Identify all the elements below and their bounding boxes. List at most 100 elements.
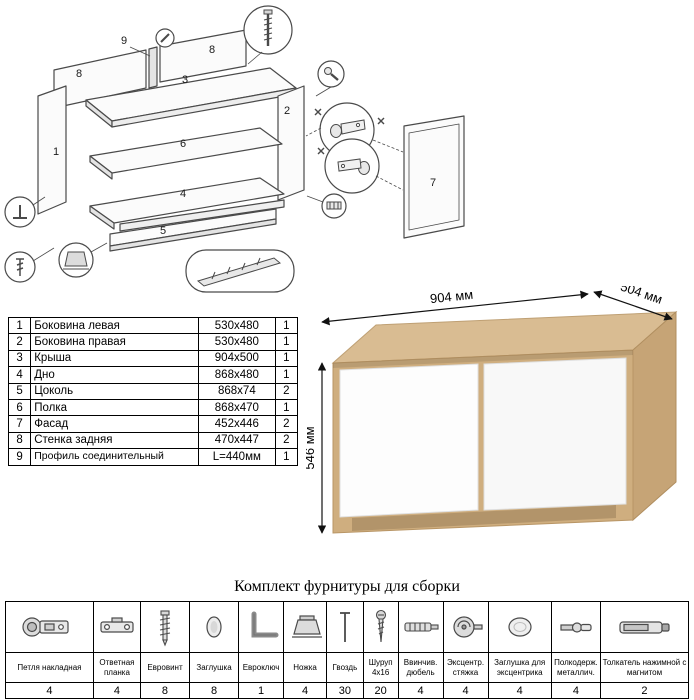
- dowel-icon: [403, 622, 439, 632]
- part-number-cell: 3: [7, 349, 32, 368]
- part-label-8a: 8: [76, 68, 82, 80]
- shelf-pin-icon: [560, 622, 592, 633]
- part-qty-cell: 1: [274, 398, 299, 417]
- hardware-icon-cell: [189, 601, 240, 653]
- hardware-icon-cell: [139, 601, 191, 653]
- parts-table: 1 Боковина левая 530x480 1 2 Боковина пр…: [7, 316, 299, 466]
- hardware-icon-cell: [442, 601, 489, 653]
- depth-dimension-arrow: [593, 290, 673, 321]
- facade-panel: [403, 115, 465, 239]
- hardware-qty-cell: 1: [238, 682, 285, 699]
- right-side-panel: [277, 85, 305, 201]
- part-name-cell: Боковина левая: [30, 316, 199, 335]
- table-row: 9 Профиль соединительный L=440мм 1: [7, 448, 299, 466]
- push-latch-icon: [619, 621, 671, 634]
- back-panel-right: [159, 29, 247, 83]
- part-label-5: 5: [160, 225, 166, 237]
- part-size-cell: 530x480: [197, 333, 276, 351]
- part-number-cell: 8: [7, 431, 32, 450]
- part-number-cell: 1: [7, 316, 32, 335]
- part-qty-cell: 1: [274, 366, 299, 384]
- part-size-cell: 868x470: [197, 398, 276, 417]
- cam-lock-icon: [452, 616, 483, 638]
- part-name-cell: Полка: [30, 398, 199, 417]
- profile-bar-glyph: [196, 257, 282, 287]
- hardware-label-cell: Евроключ: [238, 652, 285, 683]
- hardware-kit-title: Комплект фурнитуры для сборки: [234, 578, 460, 595]
- hardware-qty-cell: 20: [362, 682, 399, 699]
- hardware-icon-row: [5, 601, 690, 653]
- part-name-cell: Стенка задняя: [30, 431, 199, 450]
- hardware-icon-cell: [362, 601, 399, 653]
- part-qty-cell: 1: [274, 349, 299, 368]
- hardware-qty-cell: 4: [442, 682, 489, 699]
- hardware-icon-cell: [550, 601, 601, 653]
- nail-icon: [340, 612, 350, 642]
- part-name-cell: Крыша: [30, 349, 199, 368]
- table-row: 7 Фасад 452x446 2: [7, 415, 299, 433]
- hardware-qty-cell: 4: [397, 682, 444, 699]
- connecting-profile: [148, 46, 158, 89]
- hinge-glyph-top: [330, 119, 366, 138]
- part-label-1: 1: [53, 146, 59, 158]
- part-size-cell: 868x74: [197, 382, 276, 400]
- part-label-7: 7: [430, 177, 436, 189]
- table-row: 2 Боковина правая 530x480 1: [7, 333, 299, 351]
- hardware-icon-cell: [283, 601, 327, 653]
- part-label-2: 2: [284, 105, 290, 117]
- part-label-9: 9: [121, 35, 127, 47]
- part-qty-cell: 2: [274, 382, 299, 400]
- strike-plate-icon: [100, 617, 134, 633]
- hardware-qty-cell: 4: [92, 682, 141, 699]
- cap-icon: [206, 616, 222, 638]
- part-number-cell: 7: [7, 415, 32, 433]
- screw-icon: [375, 609, 386, 643]
- depth-dimension-label: 504 мм: [619, 286, 665, 307]
- part-size-cell: L=440мм: [197, 448, 276, 466]
- part-qty-cell: 1: [274, 448, 299, 466]
- hardware-icon-cell: [397, 601, 444, 653]
- part-qty-cell: 1: [274, 316, 299, 335]
- hardware-qty-cell: 30: [326, 682, 364, 699]
- hardware-label-cell: Эксцентр. стяжка: [442, 652, 489, 683]
- profile-section-glyph: [13, 205, 27, 219]
- cabinet-left-door: [339, 363, 479, 518]
- height-dimension-label: 546 мм: [306, 426, 317, 469]
- width-dimension-label: 904 мм: [429, 287, 474, 306]
- hardware-label-cell: Полкодерж. металлич.: [550, 652, 601, 683]
- confirmat-screw-glyph: [263, 9, 273, 46]
- hardware-label-cell: Заглушка: [189, 652, 240, 683]
- part-label-4: 4: [180, 188, 186, 200]
- table-row: 8 Стенка задняя 470x447 2: [7, 431, 299, 450]
- hex-key-icon: [251, 611, 279, 638]
- hardware-qty-cell: 2: [599, 682, 690, 699]
- hardware-qty-cell: 8: [139, 682, 191, 699]
- hinge-icon: [22, 617, 70, 637]
- hardware-label-cell: Заглушка для эксцентрика: [487, 652, 552, 683]
- cabinet-plinth: [352, 505, 616, 531]
- hardware-qty-cell: 4: [283, 682, 327, 699]
- hardware-qty-cell: 4: [550, 682, 601, 699]
- part-number-cell: 5: [7, 382, 32, 400]
- small-screw-glyph: [16, 258, 24, 276]
- part-label-6: 6: [180, 138, 186, 150]
- hardware-icon-cell: [5, 601, 94, 653]
- part-name-cell: Профиль соединительный: [30, 448, 199, 466]
- part-size-cell: 868x480: [197, 366, 276, 384]
- part-qty-cell: 2: [274, 415, 299, 433]
- hardware-qty-cell: 4: [5, 682, 94, 699]
- hardware-label-cell: Петля накладная: [5, 652, 94, 683]
- leg-icon: [292, 615, 323, 638]
- table-row: 6 Полка 868x470 1: [7, 398, 299, 417]
- part-name-cell: Дно: [30, 366, 199, 384]
- hardware-qty-cell: 4: [487, 682, 552, 699]
- hardware-qty-row: 4 4 8 8 1 4 30 20 4 4 4 4 2: [5, 682, 690, 699]
- cam-bolt-glyph: [324, 67, 339, 81]
- hardware-label-cell: Шуруп 4x16: [362, 652, 399, 683]
- part-size-cell: 470x447: [197, 431, 276, 450]
- profile-joint-glyph: [160, 33, 170, 43]
- left-side-panel: [37, 85, 67, 215]
- hardware-label-cell: Ножка: [283, 652, 327, 683]
- cam-cap-icon: [508, 617, 532, 637]
